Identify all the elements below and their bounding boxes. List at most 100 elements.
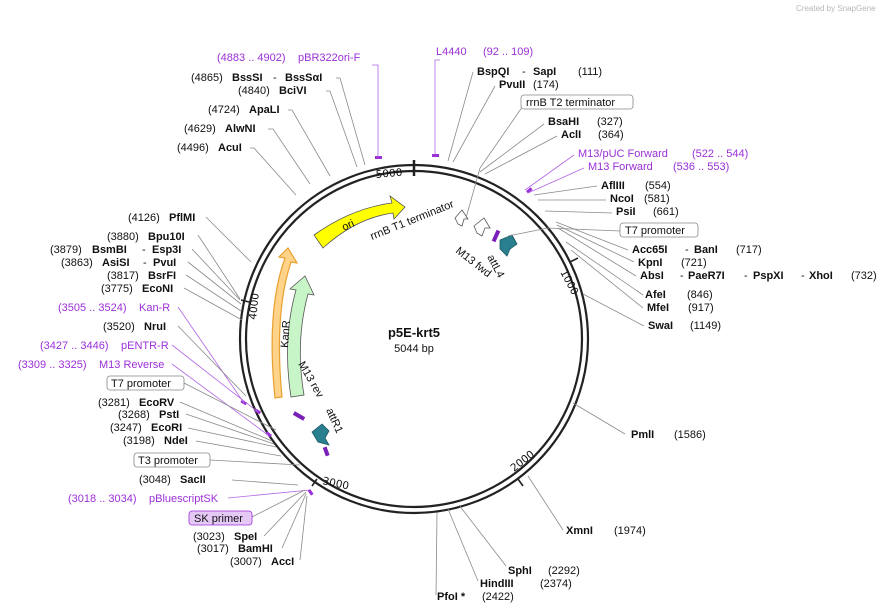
label-acci[interactable]: (3007) AccI	[230, 556, 294, 568]
psii-pos: (661)	[653, 206, 679, 218]
leader-skprimer	[249, 489, 306, 519]
label-ecorv[interactable]: (3281) EcoRV	[98, 397, 175, 409]
label-pfoi[interactable]: PfoI * (2422)	[437, 591, 514, 603]
bcivi-pos: (4840)	[238, 85, 270, 97]
m13puc-mark[interactable]	[526, 187, 533, 194]
label-m13rev[interactable]: (3309 .. 3325) M13 Reverse	[18, 359, 164, 371]
absi-sep: -	[680, 270, 684, 282]
attl4-feature-arrow[interactable]	[499, 234, 518, 257]
label-apali[interactable]: (4724) ApaLI	[208, 104, 280, 116]
rrnb-t1-arrow[interactable]	[454, 209, 469, 227]
bcivi-name: BciVI	[279, 85, 307, 97]
attr1-primer-mark[interactable]	[322, 446, 330, 457]
label-xmni[interactable]: XmnI (1974)	[566, 525, 646, 537]
kpni-pos: (721)	[681, 257, 707, 269]
label-acui[interactable]: (4496) AcuI	[177, 142, 242, 154]
m13-fwd-primer-mark[interactable]	[491, 229, 501, 243]
label-pmli[interactable]: PmlI (1586)	[631, 429, 706, 441]
label-m13fwd[interactable]: M13 Forward (536 .. 553)	[588, 161, 729, 173]
label-nrui[interactable]: (3520) NruI	[103, 321, 166, 333]
m13rev-mark[interactable]	[265, 431, 272, 438]
pbluescript-mark[interactable]	[307, 488, 314, 496]
label-pbr322ori[interactable]: (4883 .. 4902) pBR322ori-F	[217, 52, 361, 64]
label-psii[interactable]: PsiI (661)	[616, 206, 679, 218]
label-pentr[interactable]: (3427 .. 3446) pENTR-R	[40, 340, 169, 352]
label-spei[interactable]: (3023) SpeI	[193, 531, 257, 543]
label-afliii[interactable]: AflIII (554)	[601, 180, 671, 192]
label-l4440[interactable]: L4440 (92 .. 109)	[436, 46, 533, 58]
leader-pflmi	[205, 216, 252, 263]
acci-pos: (3007)	[230, 556, 262, 568]
ori-feature-arrow[interactable]	[313, 194, 406, 249]
label-ecori[interactable]: (3247) EcoRI	[110, 422, 182, 434]
label-hindiii[interactable]: HindIII (2374)	[480, 578, 572, 590]
leader-apali	[288, 109, 331, 177]
label-ncoi[interactable]: NcoI (581)	[610, 193, 670, 205]
bamhi-name: BamHI	[238, 543, 273, 555]
label-pflmi[interactable]: (4126) PflMI	[128, 212, 195, 224]
kanr-feature-arrow[interactable]	[287, 275, 315, 398]
m13-rev-primer-mark[interactable]	[292, 411, 306, 421]
sphi-name: SphI	[508, 565, 532, 577]
label-bcivi[interactable]: (4840) BciVI	[238, 85, 307, 97]
label-swai[interactable]: SwaI (1149)	[648, 320, 721, 332]
label-asisi[interactable]: (3863) AsiSI - PvuI	[61, 257, 176, 269]
label-kpni[interactable]: KpnI (721)	[638, 257, 707, 269]
label-pvuii[interactable]: PvuII (174)	[499, 79, 559, 91]
label-t7-right[interactable]: T7 promoter	[619, 222, 699, 238]
label-sphi[interactable]: SphI (2292)	[508, 565, 580, 577]
leader-spei	[263, 491, 307, 537]
label-sacii[interactable]: (3048) SacII	[139, 474, 206, 486]
absi-name4: XhoI	[809, 270, 833, 282]
label-bamhi[interactable]: (3017) BamHI	[197, 543, 273, 555]
kanr-outer-arrow[interactable]	[271, 247, 299, 399]
label-bsssi[interactable]: (4865) BssSI - BssSαI	[191, 72, 322, 84]
rrnb-t2-box	[520, 94, 634, 110]
label-afei[interactable]: AfeI (846)	[645, 289, 713, 301]
label-econi[interactable]: (3775) EcoNI	[101, 283, 173, 295]
l4440-mark[interactable]	[432, 154, 439, 157]
leader-bcivi	[326, 90, 358, 168]
leader-kpni	[556, 224, 635, 263]
label-bsmbi[interactable]: (3879) BsmBI - Esp3I	[50, 244, 181, 256]
label-pbluescript[interactable]: (3018 .. 3034) pBluescriptSK	[68, 493, 219, 505]
ncoi-pos: (581)	[644, 193, 670, 205]
m13puc-name: M13/pUC Forward	[578, 148, 668, 160]
label-t7-left[interactable]: T7 promoter	[106, 375, 185, 391]
label-m13puc[interactable]: M13/pUC Forward (522 .. 544)	[578, 148, 748, 160]
label-rrnb-t2[interactable]: rrnB T2 terminator	[520, 94, 634, 110]
label-skprimer[interactable]: SK primer	[188, 510, 253, 526]
label-bsrfi[interactable]: (3817) BsrFI	[107, 270, 176, 282]
label-alwni[interactable]: (4629) AlwNI	[184, 123, 256, 135]
label-acc65i[interactable]: Acc65I - BanI (717)	[632, 244, 762, 256]
label-acli[interactable]: AclI (364)	[561, 129, 624, 141]
alwni-pos: (4629)	[184, 123, 216, 135]
tick-label-1000: 1000	[557, 268, 580, 297]
pmli-name: PmlI	[631, 429, 654, 441]
bspqi-name2: SapI	[533, 66, 556, 78]
pfoi-name: PfoI *	[437, 591, 466, 603]
label-mfei[interactable]: MfeI (917)	[647, 302, 714, 314]
label-bspqi[interactable]: BspQI - SapI (111)	[477, 66, 602, 78]
leader-swai	[582, 293, 645, 327]
attr1-feature-arrow[interactable]	[311, 423, 330, 446]
label-psti[interactable]: (3268) PstI	[118, 409, 179, 421]
label-ndei[interactable]: (3198) NdeI	[123, 435, 188, 447]
rrnb-t2-arrow[interactable]	[473, 217, 491, 237]
tick-label-3000: 3000	[321, 475, 350, 492]
afei-name: AfeI	[645, 289, 666, 301]
label-t3[interactable]: T3 promoter	[133, 452, 211, 468]
asisi-name2: PvuI	[153, 257, 176, 269]
pbr322ori-mark[interactable]	[375, 156, 382, 159]
psti-name: PstI	[159, 409, 179, 421]
bsmbi-sep: -	[142, 244, 146, 256]
pbluescript-name: pBluescriptSK	[149, 493, 219, 505]
label-absi[interactable]: AbsI - PaeR7I - PspXI - XhoI (732)	[640, 270, 877, 282]
label-kanr-primer[interactable]: (3505 .. 3524) Kan-R	[58, 302, 170, 314]
absi-name: AbsI	[640, 270, 664, 282]
leader-hindiii	[447, 508, 479, 582]
xmni-name: XmnI	[566, 525, 593, 537]
mfei-name: MfeI	[647, 302, 669, 314]
label-bsahi[interactable]: BsaHI (327)	[548, 116, 623, 128]
label-bpu10i[interactable]: (3880) Bpu10I	[107, 231, 185, 243]
